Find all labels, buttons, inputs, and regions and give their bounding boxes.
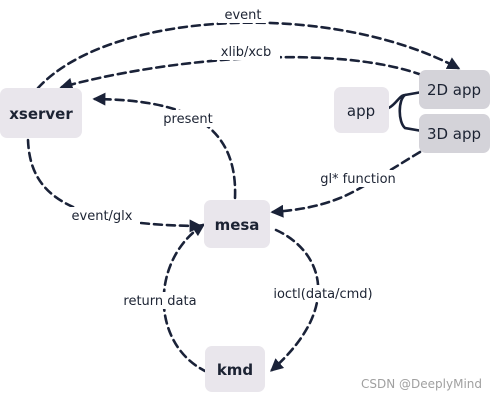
edge-label-ioctl: ioctl(data/cmd) xyxy=(273,287,372,302)
edge-label-present: present xyxy=(163,112,212,127)
node-3d-app-label: 3D app xyxy=(427,125,481,143)
node-2d-app-label: 2D app xyxy=(427,81,481,99)
node-app: app xyxy=(334,87,389,133)
node-mesa: mesa xyxy=(204,200,270,248)
node-3d-app: 3D app xyxy=(419,114,490,153)
edge-ioctl xyxy=(270,228,320,372)
node-xserver-label: xserver xyxy=(9,105,73,123)
node-2d-app: 2D app xyxy=(419,70,490,109)
edge-label-return-data: return data xyxy=(123,294,196,309)
edge-gl-function xyxy=(270,150,422,218)
edge-label-event-glx: event/glx xyxy=(72,209,133,224)
node-kmd: kmd xyxy=(205,346,265,392)
node-xserver: xserver xyxy=(0,88,82,138)
edge-xlib-xcb xyxy=(59,55,424,91)
edge-event-glx xyxy=(26,138,203,233)
edge-label-gl-function: gl* function xyxy=(320,172,396,187)
edge-label-xlib-xcb: xlib/xcb xyxy=(221,45,271,60)
node-kmd-label: kmd xyxy=(217,361,253,379)
edge-event xyxy=(36,21,461,90)
node-mesa-label: mesa xyxy=(215,216,260,234)
watermark: CSDN @DeeplyMind xyxy=(361,377,482,391)
edge-label-event: event xyxy=(224,8,261,23)
node-app-label: app xyxy=(347,102,375,120)
